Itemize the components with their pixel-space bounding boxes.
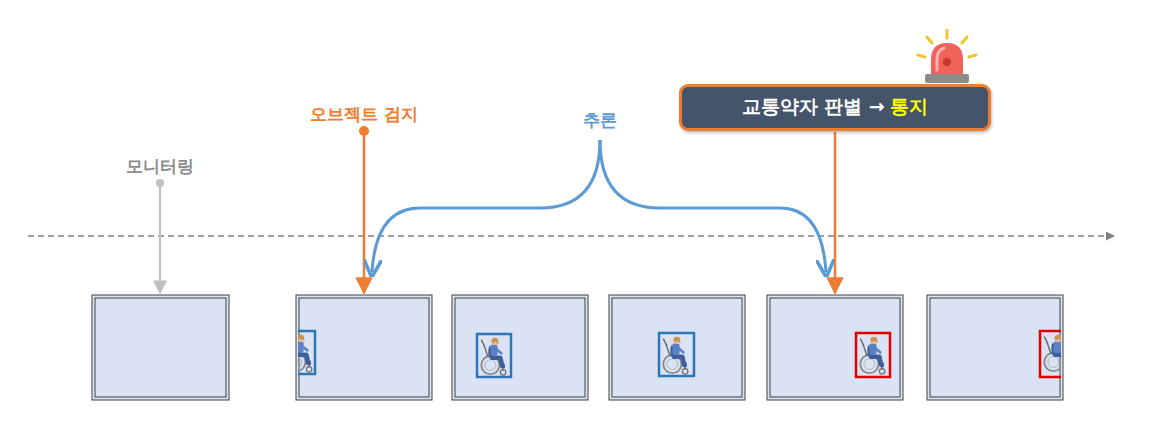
alert-box: 교통약자 판별 →통지: [679, 84, 991, 131]
alert-text: 통지: [890, 94, 928, 120]
timeline: [28, 235, 1114, 237]
leader-line: [159, 183, 161, 293]
video-frames: [92, 295, 1063, 400]
alert-text: 교통약자 판별 →: [742, 94, 885, 120]
annotation-label: 오브젝트 검지: [307, 102, 421, 127]
annotation-label: 모니터링: [123, 154, 197, 179]
inference-brace: [600, 140, 826, 272]
wheelchair-detections: [283, 331, 1074, 377]
leader-line: [363, 131, 366, 293]
annotation-label: 추론: [580, 108, 620, 133]
inference-brace: [372, 140, 600, 272]
siren-icon: [918, 30, 976, 83]
leader-line: [834, 132, 837, 293]
